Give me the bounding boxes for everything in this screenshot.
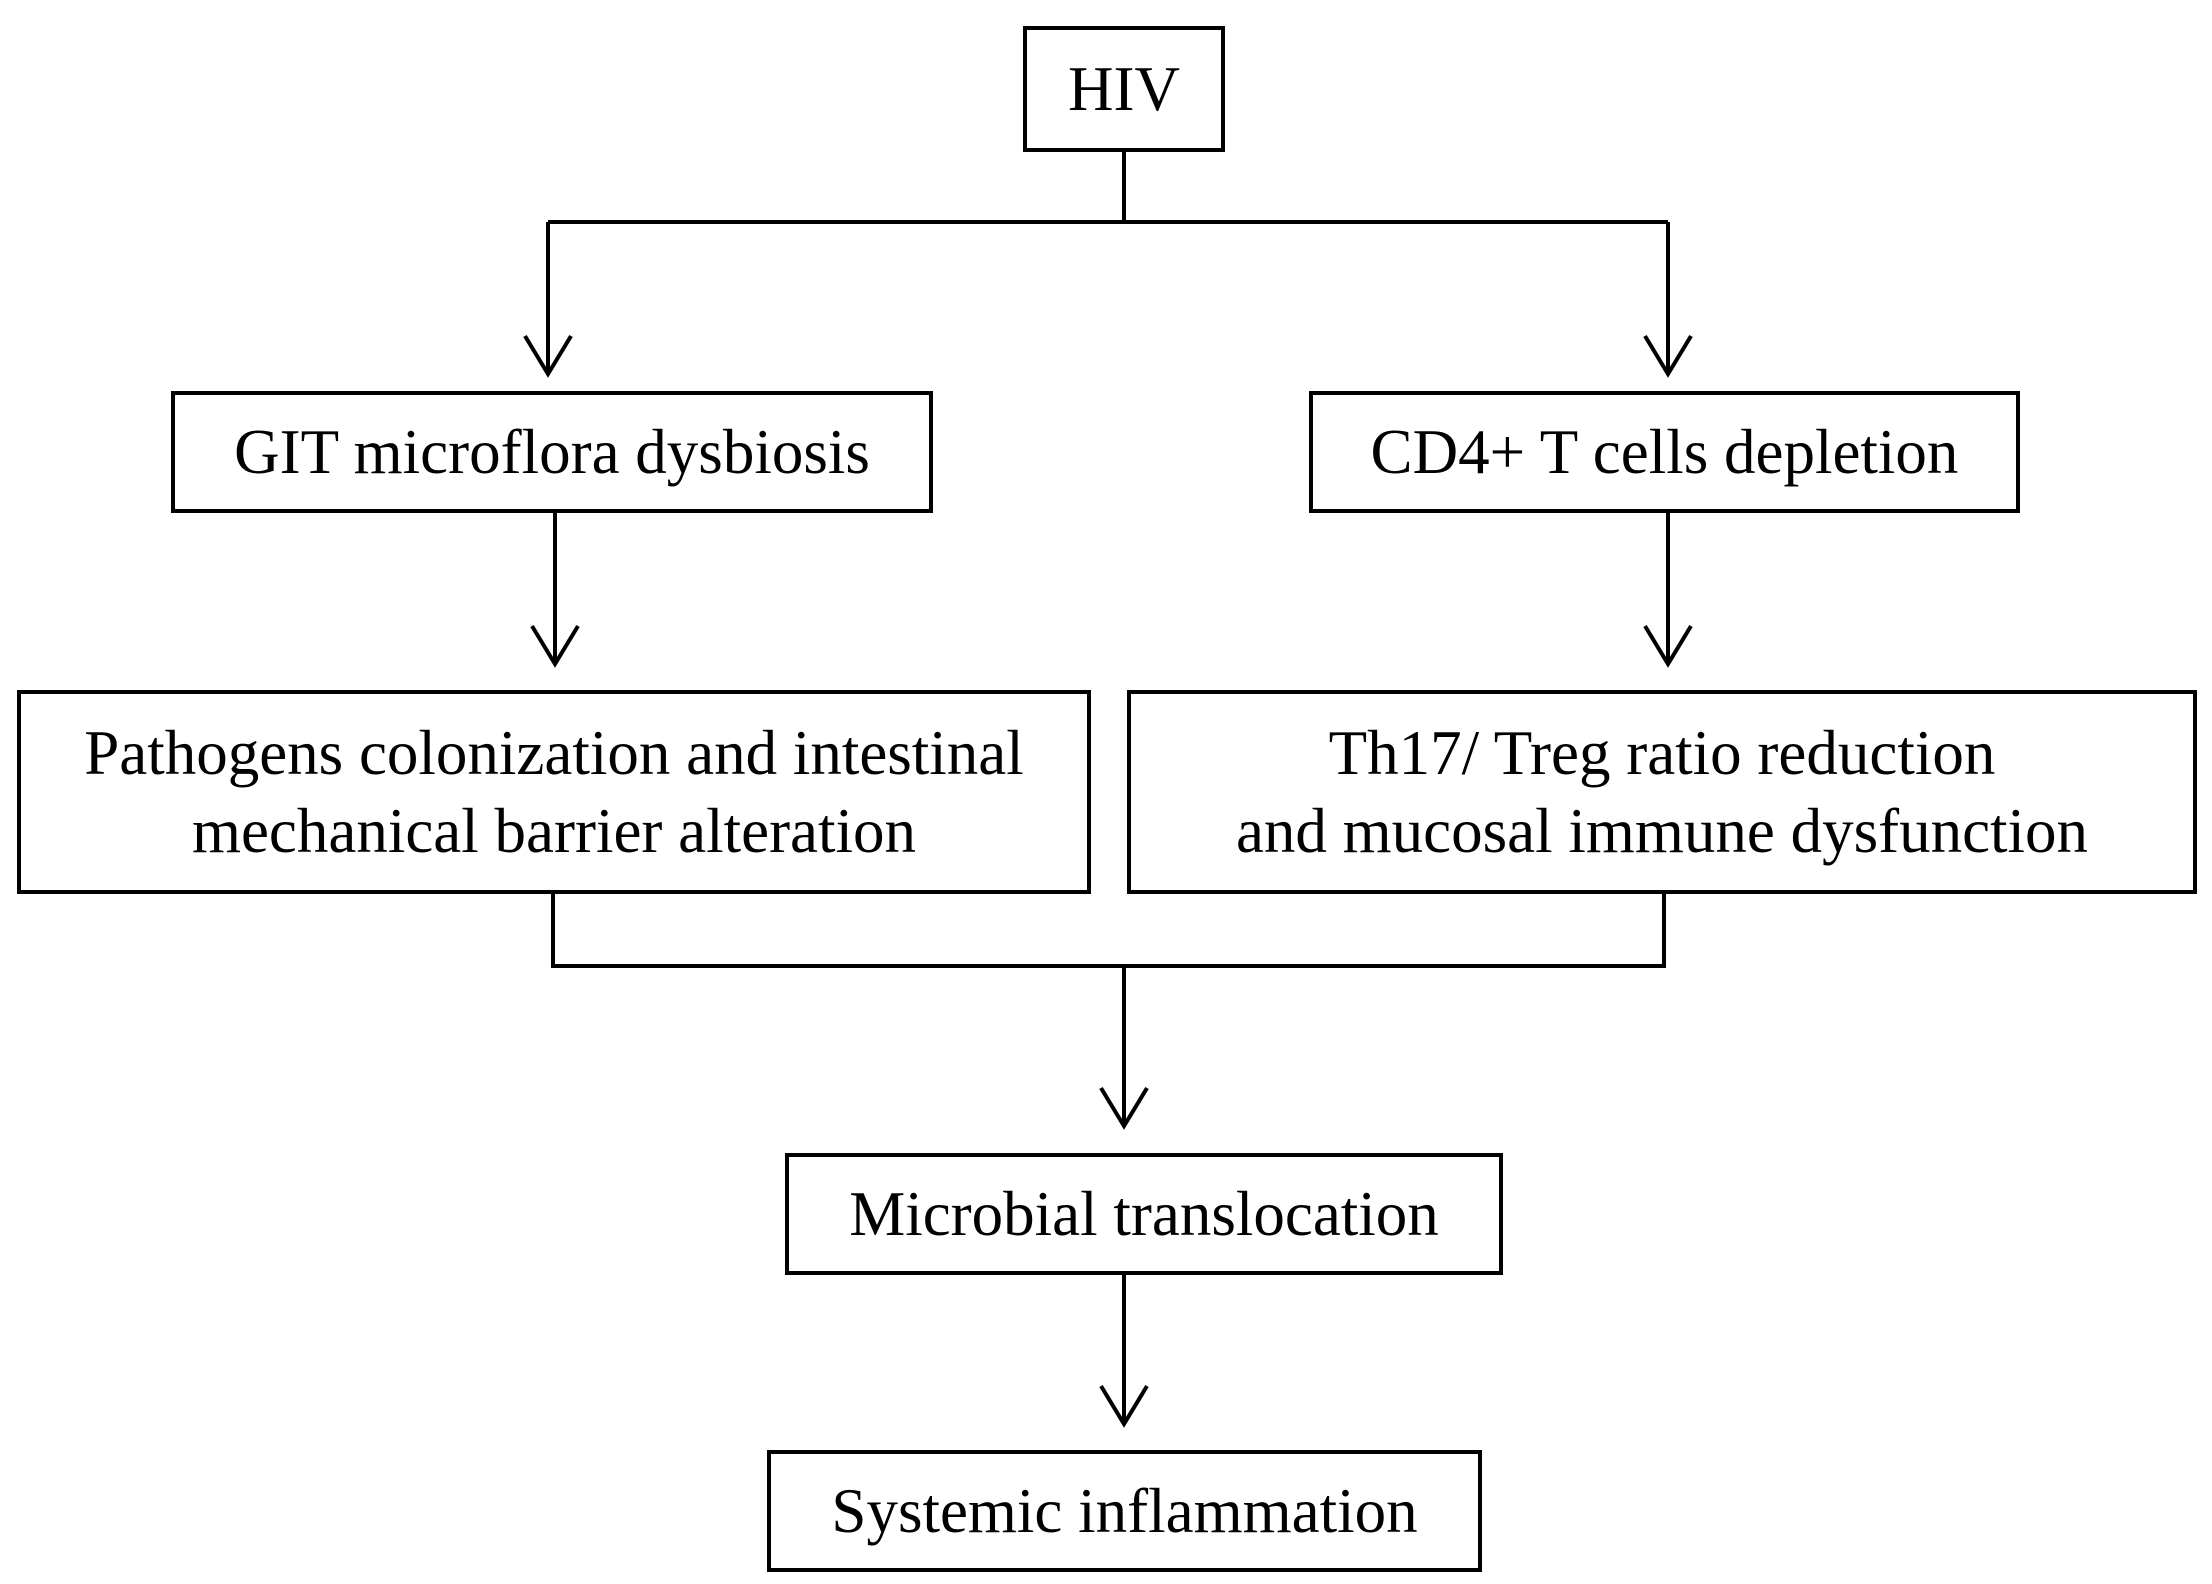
node-th17-treg-ratio-line1: Th17/ Treg ratio reduction [1328, 718, 1996, 788]
node-hiv: HIV [1023, 26, 1225, 152]
edge-hiv-split [548, 150, 1668, 224]
node-cd4-t-cells-depletion-label: CD4+ T cells depletion [1370, 417, 1959, 487]
edge-git-dysbiosis-to-pathogens [530, 512, 580, 668]
node-th17-treg-ratio-line2: and mucosal immune dysfunction [1235, 796, 2089, 866]
edge-hiv-to-git-dysbiosis [523, 222, 573, 378]
node-cd4-t-cells-depletion: CD4+ T cells depletion [1309, 391, 2020, 513]
node-th17-treg-ratio: Th17/ Treg ratio reduction and mucosal i… [1127, 690, 2197, 894]
node-systemic-inflammation-label: Systemic inflammation [831, 1476, 1418, 1546]
node-git-microflora-dysbiosis-label: GIT microflora dysbiosis [234, 417, 870, 487]
node-systemic-inflammation: Systemic inflammation [767, 1450, 1482, 1572]
node-pathogens-colonization-line1: Pathogens colonization and intestinal [84, 718, 1024, 788]
node-pathogens-colonization-line2: mechanical barrier alteration [191, 796, 917, 866]
edge-cd4-depletion-to-th17 [1643, 512, 1693, 668]
edge-merge-to-translocation [551, 892, 1666, 1130]
node-git-microflora-dysbiosis: GIT microflora dysbiosis [171, 391, 933, 513]
node-hiv-label: HIV [1068, 54, 1180, 124]
node-pathogens-colonization: Pathogens colonization and intestinal me… [17, 690, 1091, 894]
node-microbial-translocation-label: Microbial translocation [849, 1179, 1439, 1249]
edge-hiv-to-cd4-depletion [1643, 222, 1693, 378]
node-microbial-translocation: Microbial translocation [785, 1153, 1503, 1275]
edge-translocation-to-inflammation [1099, 1273, 1149, 1428]
